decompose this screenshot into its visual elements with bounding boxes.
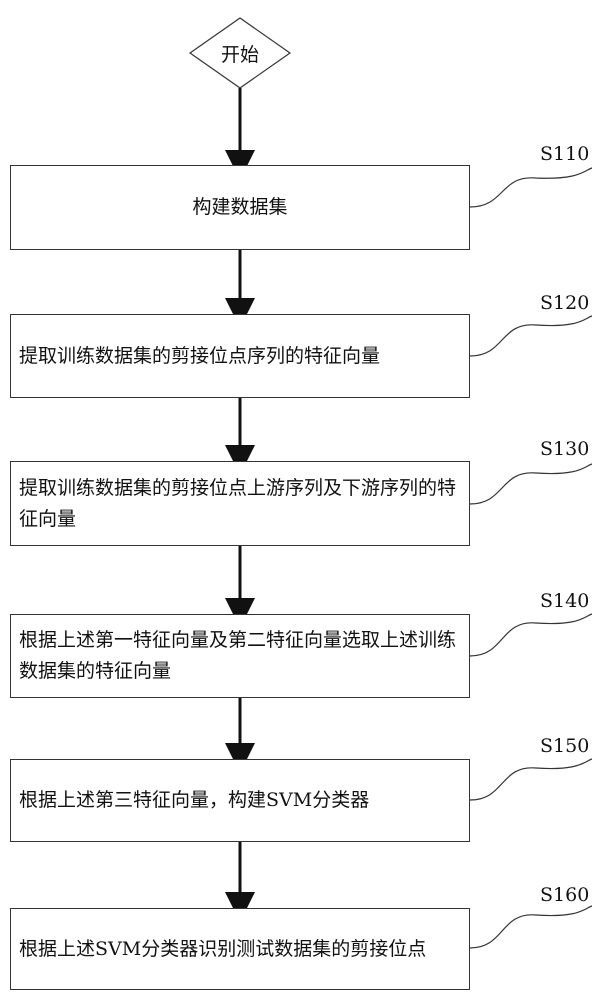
step-text-s110: 构建数据集 [192, 196, 288, 218]
step-box-s140: 根据上述第一特征向量及第二特征向量选取上述训练数据集的特征向量 [10, 614, 470, 698]
step-label-s120: S120 [540, 292, 590, 314]
step-text-s140: 根据上述第一特征向量及第二特征向量选取上述训练数据集的特征向量 [19, 629, 457, 682]
leader-s140 [469, 613, 593, 657]
step-label-s150: S150 [540, 735, 590, 757]
step-label-s140: S140 [540, 590, 590, 612]
leader-s110 [469, 167, 593, 208]
leader-s160 [469, 905, 593, 949]
step-label-s110: S110 [540, 143, 590, 165]
leader-s150 [469, 758, 593, 801]
step-text-s150: 根据上述第三特征向量，构建SVM分类器 [19, 789, 370, 811]
step-box-s160: 根据上述SVM分类器识别测试数据集的剪接位点 [10, 908, 470, 990]
start-label: 开始 [220, 43, 259, 66]
step-label-s160: S160 [540, 884, 590, 906]
step-box-s110: 构建数据集 [10, 165, 470, 250]
leader-s130 [469, 463, 593, 505]
leader-s120 [469, 315, 593, 357]
step-text-s130: 提取训练数据集的剪接位点上游序列及下游序列的特征向量 [19, 476, 457, 530]
step-text-s120: 提取训练数据集的剪接位点序列的特征向量 [19, 344, 381, 367]
step-box-s150: 根据上述第三特征向量，构建SVM分类器 [10, 759, 470, 842]
step-box-s120: 提取训练数据集的剪接位点序列的特征向量 [10, 314, 470, 398]
step-label-s130: S130 [540, 438, 590, 460]
step-text-s160: 根据上述SVM分类器识别测试数据集的剪接位点 [19, 937, 427, 960]
step-box-s130: 提取训练数据集的剪接位点上游序列及下游序列的特征向量 [10, 461, 470, 546]
